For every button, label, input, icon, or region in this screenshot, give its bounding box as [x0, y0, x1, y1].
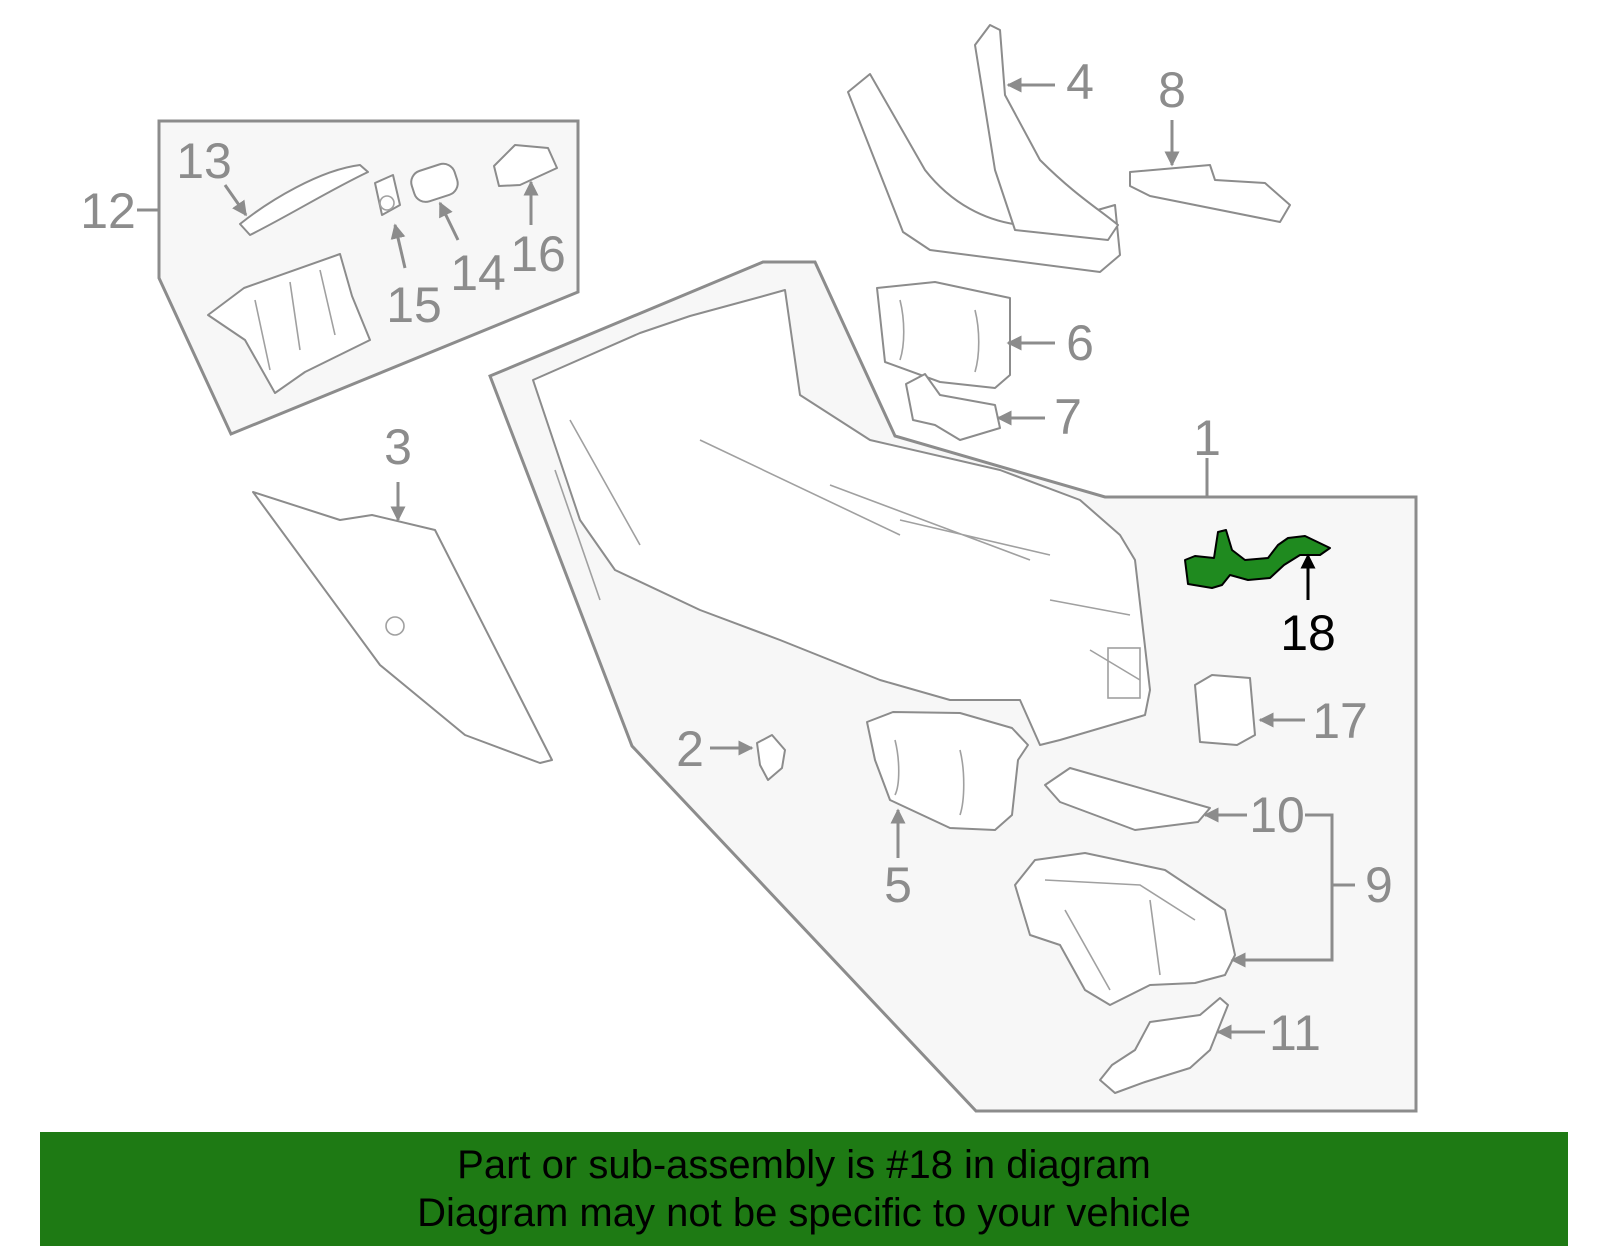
- part-13-trim-strip: [239, 164, 369, 236]
- banner-line-part: Part or sub-assembly is #18 in diagram: [457, 1143, 1151, 1187]
- callout-15: 15: [386, 277, 442, 333]
- part-6-cup-holder: [876, 281, 1011, 389]
- callout-13: 13: [176, 133, 232, 189]
- part-4-console-trim: [974, 24, 1119, 241]
- leader-15: [390, 223, 407, 269]
- part-3-side-panel: [252, 491, 553, 764]
- callout-12: 12: [80, 183, 136, 239]
- callout-17: 17: [1312, 693, 1368, 749]
- part-1-console-detail: [554, 419, 1141, 681]
- callout-9: 9: [1365, 857, 1393, 913]
- part-10-tray-mat: [1044, 767, 1211, 831]
- notice-banner: Part or sub-assembly is #18 in diagram D…: [40, 1132, 1568, 1246]
- part-5-lower-cup-holder: [866, 711, 1029, 831]
- callout-14: 14: [450, 245, 506, 301]
- part-12-bezel-assembly: [207, 253, 371, 394]
- banner-line-disclaimer: Diagram may not be specific to your vehi…: [417, 1191, 1191, 1235]
- part-9-storage-bin: [1014, 852, 1236, 1006]
- part-3-panel-fastener: [385, 616, 405, 636]
- part-1-console-port: [1107, 647, 1141, 699]
- callout-16: 16: [510, 226, 566, 282]
- callout-3: 3: [384, 419, 412, 475]
- callout-10: 10: [1249, 787, 1305, 843]
- part-15-bezel-hole: [379, 195, 395, 211]
- part-16-switch: [493, 144, 558, 187]
- part-6-cup-detail: [899, 299, 980, 373]
- callout-4: 4: [1066, 54, 1094, 110]
- part-17-switch-module: [1194, 674, 1256, 746]
- callout-6: 6: [1066, 315, 1094, 371]
- part-5-cup-detail: [894, 739, 965, 816]
- leader-13: [223, 184, 248, 217]
- callout-8: 8: [1158, 62, 1186, 118]
- part-12-bezel-detail: [254, 269, 336, 371]
- part-11-bracket-plate: [1099, 997, 1229, 1094]
- part-9-bin-detail: [1044, 879, 1196, 991]
- callout-7: 7: [1054, 389, 1082, 445]
- parts-diagram: 1 2 3 4 5 6 7 8 9 10 11 12 13 14 15 16 1…: [80, 24, 1418, 1113]
- callout-2: 2: [676, 721, 704, 777]
- part-14-knob: [410, 162, 459, 203]
- part-8-armrest-pad: [1129, 164, 1291, 223]
- callout-18: 18: [1280, 605, 1336, 661]
- part-7-bracket: [905, 373, 1001, 441]
- callout-5: 5: [884, 857, 912, 913]
- callout-1: 1: [1193, 410, 1221, 466]
- part-1-console: [532, 289, 1151, 746]
- part-18-wiring-harness: [1184, 529, 1331, 589]
- leader-14: [438, 201, 460, 241]
- leader-9-bracket: [1240, 813, 1334, 962]
- callout-11: 11: [1269, 1005, 1321, 1061]
- part-2-clip: [756, 734, 786, 781]
